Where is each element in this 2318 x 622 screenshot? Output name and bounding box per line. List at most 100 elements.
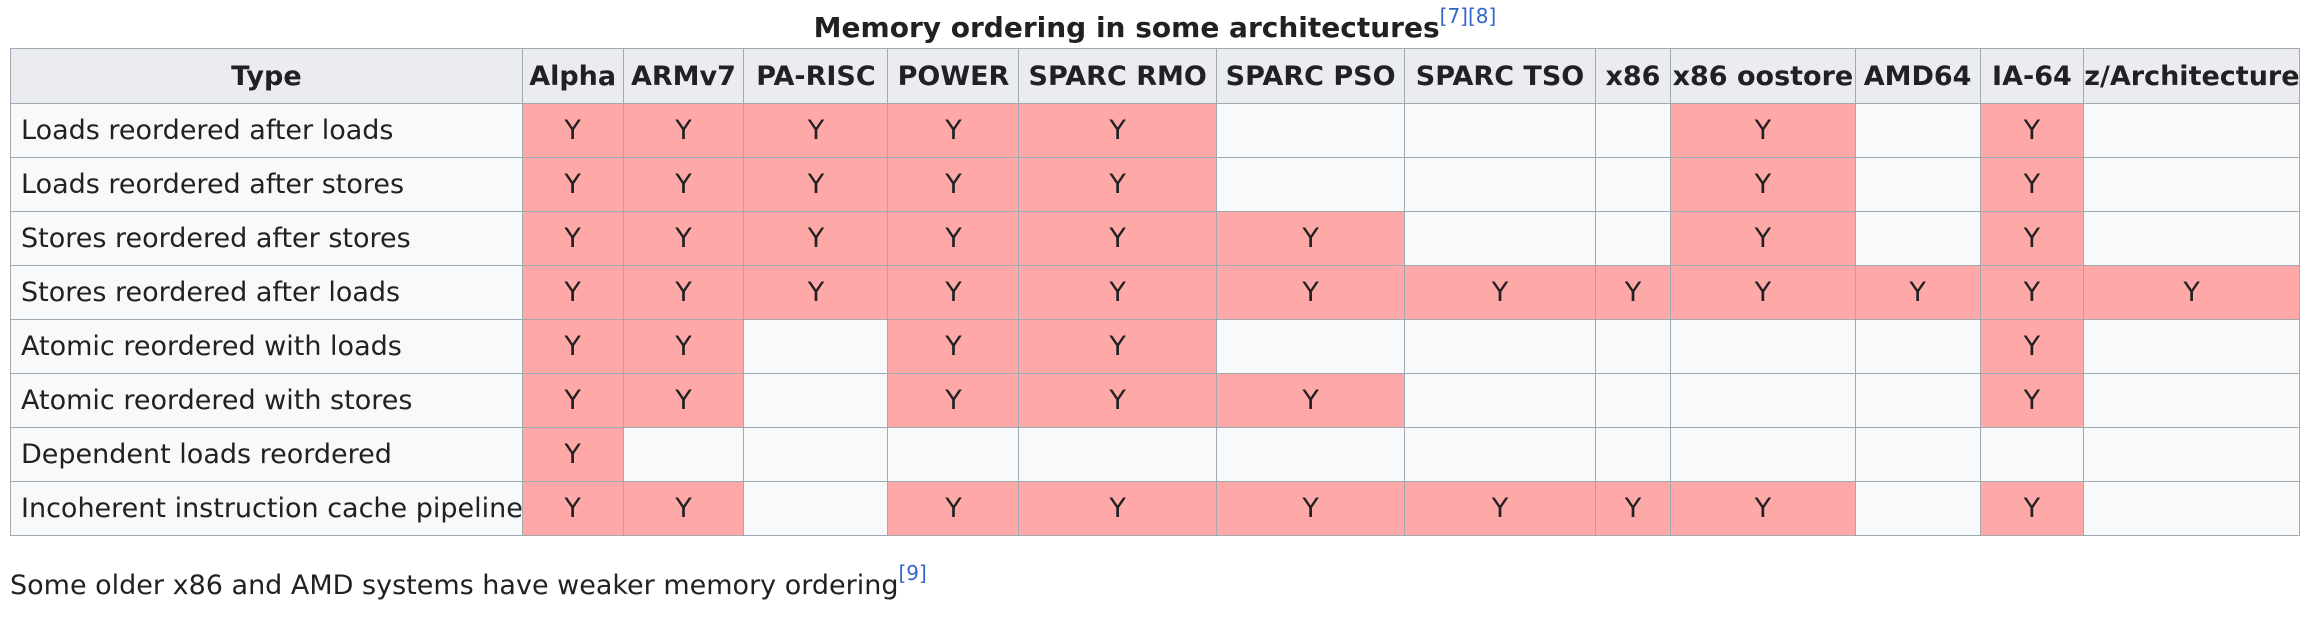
col-header-amd64: AMD64 xyxy=(1854,48,1981,104)
cell-empty xyxy=(1594,103,1672,158)
cell-empty xyxy=(1854,373,1981,428)
cell-yes: Y xyxy=(1018,103,1217,158)
cell-empty xyxy=(1670,427,1856,482)
cell-yes: Y xyxy=(887,319,1020,374)
cell-yes: Y xyxy=(622,319,745,374)
caption-refs: [7][8] xyxy=(1440,4,1497,28)
cell-empty xyxy=(1404,373,1596,428)
cell-yes: Y xyxy=(1215,481,1406,536)
cell-yes: Y xyxy=(1404,265,1596,320)
col-header-power: POWER xyxy=(887,48,1020,104)
cell-empty xyxy=(1854,481,1981,536)
col-header-x86-oostore: x86 oostore xyxy=(1670,48,1856,104)
ref-link-8[interactable]: [8] xyxy=(1467,4,1497,28)
cell-empty xyxy=(1594,427,1672,482)
cell-empty xyxy=(2083,157,2300,212)
col-header-pa-risc: PA-RISC xyxy=(743,48,889,104)
cell-empty xyxy=(2083,319,2300,374)
row-label: Atomic reordered with stores xyxy=(10,373,523,428)
row-label: Loads reordered after stores xyxy=(10,157,523,212)
cell-yes: Y xyxy=(887,373,1020,428)
cell-yes: Y xyxy=(1670,211,1856,266)
cell-yes: Y xyxy=(1979,157,2085,212)
col-header-sparc-pso: SPARC PSO xyxy=(1215,48,1406,104)
cell-empty xyxy=(743,427,889,482)
cell-empty xyxy=(1594,373,1672,428)
cell-yes: Y xyxy=(521,157,624,212)
cell-empty xyxy=(1404,157,1596,212)
cell-empty xyxy=(1018,427,1217,482)
cell-yes: Y xyxy=(521,427,624,482)
cell-yes: Y xyxy=(1018,481,1217,536)
cell-yes: Y xyxy=(887,211,1020,266)
cell-yes: Y xyxy=(1979,211,2085,266)
cell-empty xyxy=(2083,427,2300,482)
cell-empty xyxy=(2083,481,2300,536)
col-header-sparc-tso: SPARC TSO xyxy=(1404,48,1596,104)
cell-empty xyxy=(1215,157,1406,212)
cell-empty xyxy=(2083,103,2300,158)
col-header-armv7: ARMv7 xyxy=(622,48,745,104)
cell-yes: Y xyxy=(622,103,745,158)
cell-yes: Y xyxy=(1018,211,1217,266)
cell-yes: Y xyxy=(521,103,624,158)
col-header-x86: x86 xyxy=(1594,48,1672,104)
col-header-ia-64: IA-64 xyxy=(1979,48,2085,104)
cell-yes: Y xyxy=(1979,103,2085,158)
cell-yes: Y xyxy=(1215,211,1406,266)
cell-yes: Y xyxy=(521,373,624,428)
footnote-text: Some older x86 and AMD systems have weak… xyxy=(10,570,899,601)
cell-empty xyxy=(2083,373,2300,428)
content-area: Memory ordering in some architectures[7]… xyxy=(10,6,2308,606)
row-label: Atomic reordered with loads xyxy=(10,319,523,374)
cell-yes: Y xyxy=(622,373,745,428)
caption-text: Memory ordering in some architectures xyxy=(813,11,1440,44)
memory-ordering-table: Type Alpha ARMv7 PA-RISC POWER SPARC RMO… xyxy=(10,48,2300,536)
cell-yes: Y xyxy=(1594,481,1672,536)
ref-link-7[interactable]: [7] xyxy=(1439,4,1468,28)
cell-yes: Y xyxy=(521,211,624,266)
cell-yes: Y xyxy=(2083,265,2300,320)
cell-yes: Y xyxy=(887,481,1020,536)
cell-yes: Y xyxy=(1215,373,1406,428)
cell-yes: Y xyxy=(1594,265,1672,320)
cell-yes: Y xyxy=(1018,157,1217,212)
col-header-alpha: Alpha xyxy=(521,48,624,104)
footnote: Some older x86 and AMD systems have weak… xyxy=(10,563,2308,606)
ref-link-9[interactable]: [9] xyxy=(898,561,927,585)
cell-empty xyxy=(1404,427,1596,482)
cell-yes: Y xyxy=(1979,265,2085,320)
cell-empty xyxy=(743,373,889,428)
cell-empty xyxy=(1854,103,1981,158)
cell-yes: Y xyxy=(1018,265,1217,320)
cell-yes: Y xyxy=(1670,481,1856,536)
cell-yes: Y xyxy=(622,211,745,266)
row-label: Stores reordered after loads xyxy=(10,265,523,320)
cell-empty xyxy=(1670,373,1856,428)
cell-empty xyxy=(1404,319,1596,374)
row-label: Loads reordered after loads xyxy=(10,103,523,158)
cell-empty xyxy=(1979,427,2085,482)
cell-empty xyxy=(1594,319,1672,374)
cell-yes: Y xyxy=(887,157,1020,212)
cell-empty xyxy=(743,319,889,374)
cell-yes: Y xyxy=(1854,265,1981,320)
cell-yes: Y xyxy=(1979,319,2085,374)
cell-yes: Y xyxy=(1018,373,1217,428)
cell-yes: Y xyxy=(1979,373,2085,428)
cell-empty xyxy=(887,427,1020,482)
row-label: Dependent loads reordered xyxy=(10,427,523,482)
cell-yes: Y xyxy=(521,319,624,374)
cell-yes: Y xyxy=(1979,481,2085,536)
cell-empty xyxy=(1404,211,1596,266)
cell-empty xyxy=(1854,427,1981,482)
cell-empty xyxy=(1215,103,1406,158)
cell-empty xyxy=(1854,211,1981,266)
cell-yes: Y xyxy=(743,103,889,158)
